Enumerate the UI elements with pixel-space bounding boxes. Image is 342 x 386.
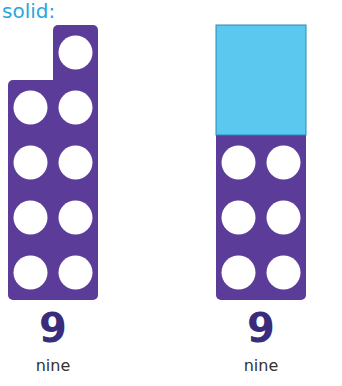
piece-hole	[222, 256, 256, 290]
piece-hole	[222, 146, 256, 180]
numicon-nine-piece	[8, 25, 98, 300]
number-word: nine	[244, 356, 279, 376]
number-word: nine	[36, 356, 71, 376]
piece-hole	[59, 256, 93, 290]
piece-hole	[14, 201, 48, 235]
cover-square	[216, 25, 306, 135]
piece-body	[53, 25, 98, 95]
piece-hole	[59, 36, 93, 70]
piece-hole	[14, 91, 48, 125]
piece-hole	[267, 146, 301, 180]
piece-hole	[14, 256, 48, 290]
piece-body	[216, 130, 306, 300]
piece-hole	[59, 146, 93, 180]
piece-hole	[222, 201, 256, 235]
piece-hole	[267, 201, 301, 235]
heading-fragment: solid:	[2, 0, 55, 22]
numeral: 9	[247, 306, 275, 350]
piece-holes	[14, 36, 301, 290]
numeral: 9	[39, 306, 67, 350]
piece-hole	[59, 91, 93, 125]
numicon-covered-piece	[216, 25, 306, 300]
piece-body	[8, 80, 98, 300]
piece-hole	[59, 201, 93, 235]
piece-hole	[267, 256, 301, 290]
piece-hole	[14, 146, 48, 180]
